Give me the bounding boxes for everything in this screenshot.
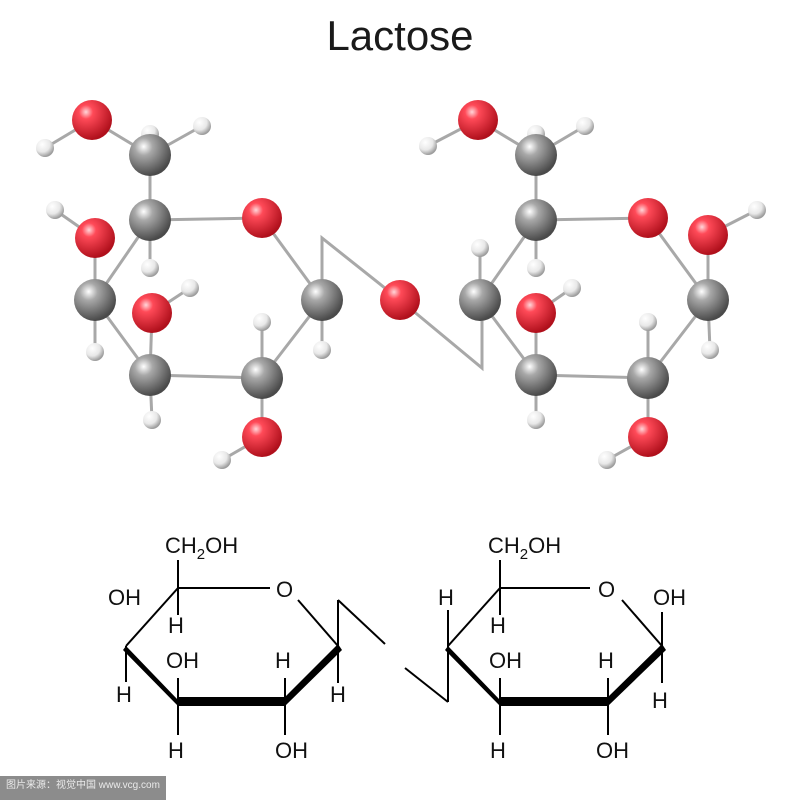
hydrogen-atom bbox=[639, 313, 657, 331]
hydrogen-atom bbox=[213, 451, 231, 469]
right-c1-oh-label: OH bbox=[653, 585, 686, 610]
left-c4-oh-label: OH bbox=[108, 585, 141, 610]
carbon-atom bbox=[241, 357, 283, 399]
right-ch2oh-label: CH2OH bbox=[488, 533, 561, 563]
hydrogen-atom bbox=[46, 201, 64, 219]
left-c2-h-upper-label: H bbox=[275, 648, 291, 673]
carbon-atom bbox=[129, 354, 171, 396]
hydrogen-atom bbox=[701, 341, 719, 359]
oxygen-atom bbox=[72, 100, 112, 140]
right-c4-h-label: H bbox=[438, 585, 454, 610]
left-ch2oh-label: CH2OH bbox=[165, 533, 238, 563]
carbon-atom bbox=[74, 279, 116, 321]
right-c2-oh-label: OH bbox=[596, 738, 629, 763]
oxygen-atom bbox=[132, 293, 172, 333]
hydrogen-atom bbox=[419, 137, 437, 155]
carbon-atom bbox=[515, 134, 557, 176]
hydrogen-atom bbox=[86, 343, 104, 361]
carbon-atom bbox=[459, 279, 501, 321]
right-ring-oxygen-label: O bbox=[598, 577, 615, 602]
oxygen-atom bbox=[628, 417, 668, 457]
hydrogen-atom bbox=[527, 411, 545, 429]
hydrogen-atom bbox=[143, 411, 161, 429]
ball-and-stick-model bbox=[36, 100, 766, 469]
carbon-atom bbox=[129, 199, 171, 241]
oxygen-atom bbox=[75, 218, 115, 258]
right-c3-h-lower-label: H bbox=[490, 738, 506, 763]
oxygen-atom bbox=[516, 293, 556, 333]
hydrogen-atom bbox=[36, 139, 54, 157]
left-c3-oh-label: OH bbox=[166, 648, 199, 673]
carbon-atom bbox=[515, 354, 557, 396]
oxygen-atom bbox=[380, 280, 420, 320]
carbon-atom bbox=[515, 199, 557, 241]
hydrogen-atom bbox=[313, 341, 331, 359]
hydrogen-atom bbox=[527, 259, 545, 277]
carbon-atom bbox=[627, 357, 669, 399]
oxygen-atom bbox=[628, 198, 668, 238]
oxygen-atom bbox=[688, 215, 728, 255]
hydrogen-atom bbox=[471, 239, 489, 257]
left-c2-oh-label: OH bbox=[275, 738, 308, 763]
left-c1-h-label: H bbox=[330, 682, 346, 707]
right-c1-h-label: H bbox=[652, 688, 668, 713]
carbon-atom bbox=[301, 279, 343, 321]
oxygen-atom bbox=[458, 100, 498, 140]
watermark: 图片来源：视觉中国 www.vcg.com bbox=[0, 776, 166, 800]
carbon-atom bbox=[687, 279, 729, 321]
hydrogen-atom bbox=[748, 201, 766, 219]
right-c2-h-upper-label: H bbox=[598, 648, 614, 673]
carbon-atom bbox=[129, 134, 171, 176]
left-c4-h-label: H bbox=[116, 682, 132, 707]
oxygen-atom bbox=[242, 198, 282, 238]
oxygen-atom bbox=[242, 417, 282, 457]
hydrogen-atom bbox=[141, 259, 159, 277]
left-c3-h-lower-label: H bbox=[168, 738, 184, 763]
hydrogen-atom bbox=[598, 451, 616, 469]
hydrogen-atom bbox=[253, 313, 271, 331]
left-c5-h-label: H bbox=[168, 613, 184, 638]
right-c3-oh-label: OH bbox=[489, 648, 522, 673]
right-c5-h-label: H bbox=[490, 613, 506, 638]
page-title: Lactose bbox=[326, 12, 474, 59]
model-atoms bbox=[36, 100, 766, 469]
hydrogen-atom bbox=[576, 117, 594, 135]
hydrogen-atom bbox=[181, 279, 199, 297]
left-ring-oxygen-label: O bbox=[276, 577, 293, 602]
hydrogen-atom bbox=[563, 279, 581, 297]
hydrogen-atom bbox=[193, 117, 211, 135]
